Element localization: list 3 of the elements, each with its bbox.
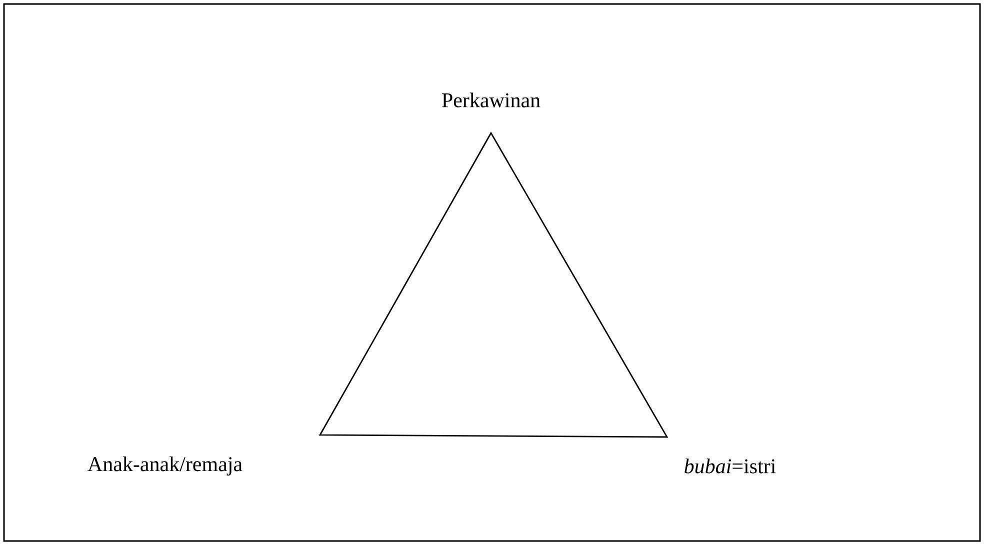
corner-label: bubai=istri bbox=[684, 458, 776, 474]
corner-label: Anak-anak/remaja bbox=[88, 456, 242, 476]
corner-label: Perkawinan bbox=[442, 92, 540, 108]
